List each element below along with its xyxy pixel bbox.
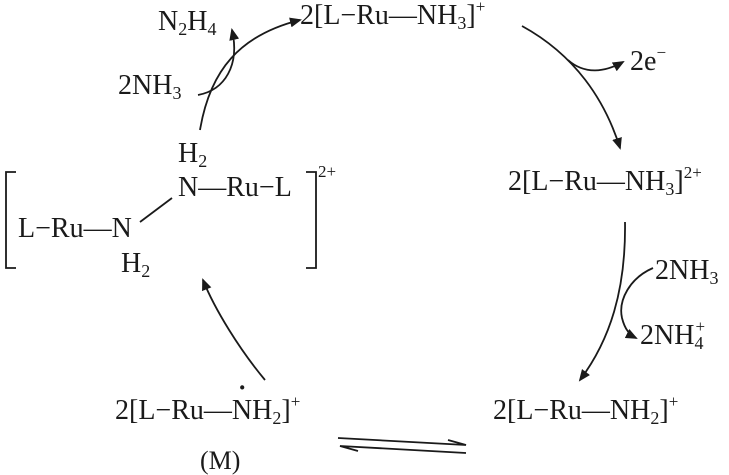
hydrazine-label: N2H4 xyxy=(158,6,217,39)
arrow-dimer-to-top xyxy=(199,17,302,131)
arrow-equilibrium-forward xyxy=(337,437,467,446)
arrow-top-to-right xyxy=(521,25,622,150)
ammonia-top-label: 2NH3 xyxy=(118,70,182,103)
species-bottom-left: 2[L−Ru—NH2]+ xyxy=(115,393,300,427)
electrons-label: 2e− xyxy=(630,43,667,77)
n-n-bond xyxy=(139,197,173,223)
ammonia-in-label: 2NH3 xyxy=(655,255,719,288)
dimer-charge: 2+ xyxy=(318,162,337,181)
dimer-left-fragment: L−Ru—N xyxy=(18,213,132,244)
arrow-electron-release xyxy=(567,59,625,72)
arrow-equilibrium-reverse xyxy=(339,445,467,454)
intermediate-m-label: (M) xyxy=(200,446,241,475)
species-top: 2[L−Ru—NH3]+ xyxy=(300,0,486,33)
arrow-monomer-to-dimer xyxy=(202,278,266,381)
arrow-hydrazine-release xyxy=(197,28,240,96)
arrow-right-to-bottom-right xyxy=(578,221,626,382)
arrow-nh3-consumed xyxy=(620,267,654,339)
dimer-h-top: H2 xyxy=(178,138,208,171)
species-bottom-right: 2[L−Ru—NH2]+ xyxy=(493,392,679,428)
dimer-right-fragment: N—Ru−L xyxy=(178,172,292,203)
species-right: 2[L−Ru—NH3]2+ xyxy=(508,163,702,199)
ammonium-out-label: 2NH4+ xyxy=(640,317,706,353)
dimer-h-bottom: H2 xyxy=(121,248,151,281)
